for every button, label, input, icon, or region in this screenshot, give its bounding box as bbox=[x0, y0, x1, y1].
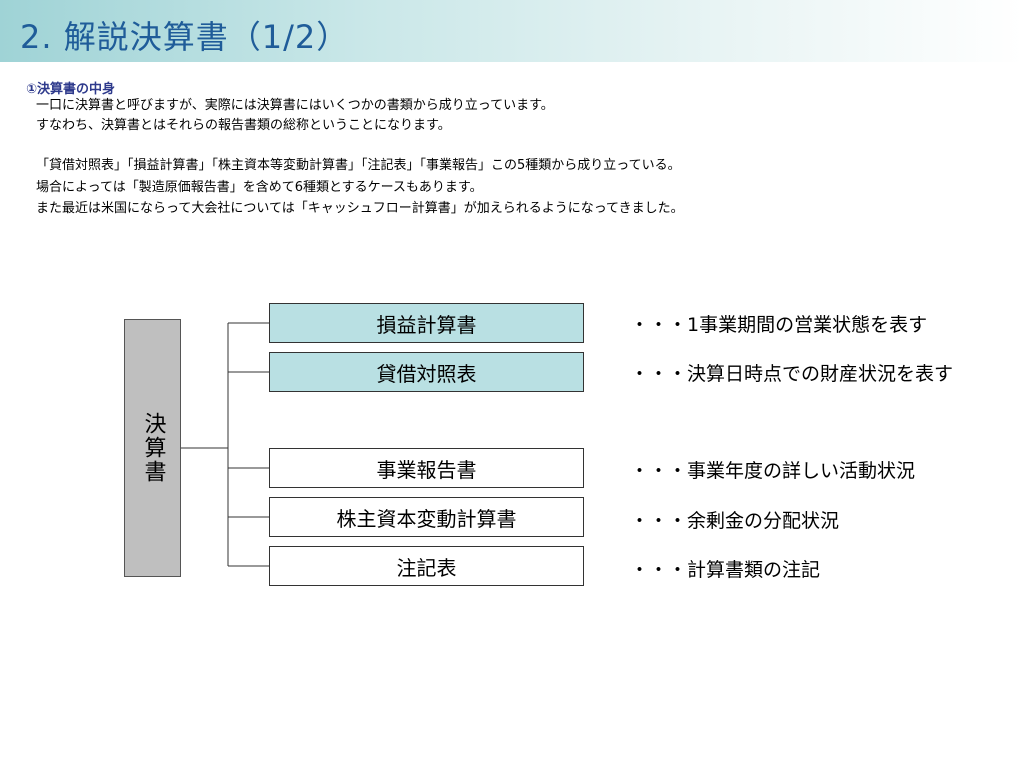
root-node: 決算書 bbox=[124, 319, 181, 577]
paragraph-line: また最近は米国にならって大会社については「キャッシュフロー計算書」が加えられるよ… bbox=[36, 201, 684, 216]
node-label: 注記表 bbox=[396, 555, 457, 580]
node-balance-sheet: 貸借対照表 bbox=[269, 352, 584, 392]
paragraph-line: すなわち、決算書とはそれらの報告書類の総称ということになります。 bbox=[36, 118, 451, 133]
page-title: 2. 解説決算書（1/2） bbox=[20, 18, 350, 56]
node-description: ・・・計算書類の注記 bbox=[630, 559, 821, 581]
node-equity-statement: 株主資本変動計算書 bbox=[269, 497, 584, 537]
paragraph-line: 「貸借対照表」「損益計算書」「株主資本等変動計算書」「注記表」「事業報告」この5… bbox=[36, 158, 681, 173]
node-income-statement: 損益計算書 bbox=[269, 303, 584, 343]
node-label: 事業報告書 bbox=[376, 457, 477, 482]
paragraph-line: 場合によっては「製造原価報告書」を含めて6種類とするケースもあります。 bbox=[36, 180, 483, 195]
node-label: 株主資本変動計算書 bbox=[336, 506, 517, 531]
node-description: ・・・1事業期間の営業状態を表す bbox=[630, 314, 928, 336]
node-business-report: 事業報告書 bbox=[269, 448, 584, 488]
node-description: ・・・事業年度の詳しい活動状況 bbox=[630, 460, 916, 482]
node-label: 貸借対照表 bbox=[376, 361, 477, 386]
section-heading: ①決算書の中身 bbox=[26, 82, 116, 97]
node-description: ・・・決算日時点での財産状況を表す bbox=[630, 363, 954, 385]
root-node-label: 決算書 bbox=[140, 412, 166, 484]
node-description: ・・・余剰金の分配状況 bbox=[630, 510, 840, 532]
node-label: 損益計算書 bbox=[376, 312, 477, 337]
paragraph-line: 一口に決算書と呼びますが、実際には決算書にはいくつかの書類から成り立っています。 bbox=[36, 98, 554, 113]
title-band bbox=[0, 0, 1024, 62]
node-notes: 注記表 bbox=[269, 546, 584, 586]
